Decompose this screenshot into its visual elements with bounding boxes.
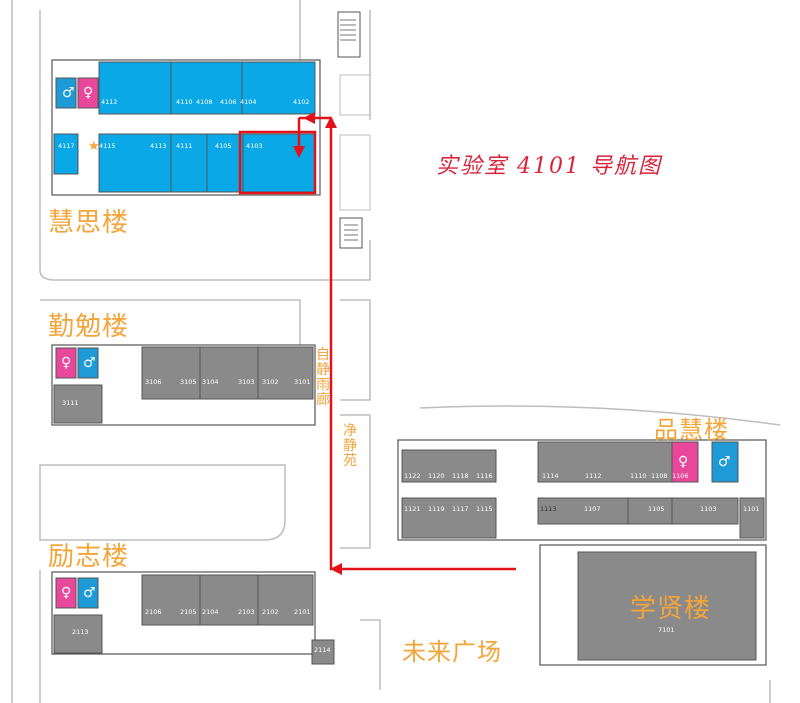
svg-text:4110: 4110 bbox=[176, 98, 193, 106]
female-wc-icon bbox=[77, 77, 99, 109]
svg-text:3102: 3102 bbox=[262, 378, 279, 386]
svg-text:4115: 4115 bbox=[99, 142, 116, 150]
svg-text:1121: 1121 bbox=[404, 505, 421, 513]
building-xuexian bbox=[539, 544, 767, 666]
svg-text:1119: 1119 bbox=[428, 505, 445, 513]
site-outlines bbox=[11, 0, 781, 703]
svg-text:4102: 4102 bbox=[293, 98, 310, 106]
star-icon: ★ bbox=[88, 139, 100, 154]
arrow-left-icon bbox=[303, 112, 315, 124]
svg-text:4106: 4106 bbox=[220, 98, 237, 106]
svg-text:2103: 2103 bbox=[238, 608, 255, 616]
building-label-pinhui: 品慧楼 bbox=[654, 416, 729, 444]
building-huisi: ♂ ♀ ★ bbox=[51, 11, 371, 249]
svg-text:♀: ♀ bbox=[61, 355, 71, 371]
svg-text:3101: 3101 bbox=[294, 378, 311, 386]
female-wc-icon bbox=[55, 577, 77, 609]
svg-text:4113: 4113 bbox=[150, 142, 167, 150]
svg-text:4108: 4108 bbox=[196, 98, 213, 106]
svg-text:4112: 4112 bbox=[101, 98, 118, 106]
building-pinhui: ♀ ♂ bbox=[397, 439, 767, 541]
svg-text:3106: 3106 bbox=[145, 378, 162, 386]
svg-text:1116: 1116 bbox=[476, 472, 493, 480]
room-numbers: 4112 4110 4108 4106 4104 4102 4117 4115 … bbox=[58, 98, 760, 654]
svg-text:1122: 1122 bbox=[404, 472, 421, 480]
svg-text:1103: 1103 bbox=[700, 505, 717, 513]
building-lizhi: ♀ ♂ bbox=[51, 571, 335, 665]
male-wc-icon bbox=[55, 77, 77, 109]
svg-text:2113: 2113 bbox=[72, 628, 89, 636]
svg-text:1117: 1117 bbox=[452, 505, 469, 513]
corridor-label: 自 静 雨 廊 bbox=[316, 347, 330, 408]
building-label-lizhi: 励志楼 bbox=[48, 542, 130, 572]
male-wc-icon bbox=[77, 347, 99, 379]
svg-text:1115: 1115 bbox=[476, 505, 493, 513]
svg-text:1105: 1105 bbox=[648, 505, 665, 513]
map-title: 实验室 4101 导航图 bbox=[436, 154, 662, 179]
svg-text:2102: 2102 bbox=[262, 608, 279, 616]
building-label-qinmian: 勤勉楼 bbox=[48, 312, 130, 342]
svg-text:1101: 1101 bbox=[743, 505, 760, 513]
female-wc-icon bbox=[671, 441, 699, 483]
garden-label: 净 静 苑 bbox=[343, 423, 357, 469]
svg-text:7101: 7101 bbox=[658, 626, 675, 634]
svg-text:2105: 2105 bbox=[180, 608, 197, 616]
svg-text:4105: 4105 bbox=[215, 142, 232, 150]
svg-text:4103: 4103 bbox=[246, 142, 263, 150]
building-label-huisi: 慧思楼 bbox=[48, 208, 130, 238]
building-label-xuexian: 学贤楼 bbox=[630, 594, 712, 624]
svg-text:2114: 2114 bbox=[314, 646, 331, 654]
svg-text:3105: 3105 bbox=[180, 378, 197, 386]
svg-text:4111: 4111 bbox=[176, 142, 193, 150]
svg-text:1108: 1108 bbox=[651, 472, 668, 480]
target-room-highlight bbox=[238, 130, 317, 195]
svg-text:1110: 1110 bbox=[630, 472, 647, 480]
svg-text:1114: 1114 bbox=[542, 472, 559, 480]
female-wc-icon bbox=[55, 347, 77, 379]
svg-text:3103: 3103 bbox=[238, 378, 255, 386]
svg-text:4104: 4104 bbox=[240, 98, 257, 106]
svg-text:1112: 1112 bbox=[585, 472, 602, 480]
svg-text:♀: ♀ bbox=[83, 85, 93, 101]
route-arrowheads bbox=[293, 112, 342, 575]
svg-text:♀: ♀ bbox=[61, 585, 71, 601]
svg-text:3104: 3104 bbox=[202, 378, 219, 386]
svg-text:1106: 1106 bbox=[672, 472, 689, 480]
arrow-up-icon bbox=[325, 116, 337, 128]
svg-text:1113: 1113 bbox=[540, 505, 557, 513]
svg-text:2106: 2106 bbox=[145, 608, 162, 616]
svg-text:♂: ♂ bbox=[83, 355, 96, 371]
svg-text:♂: ♂ bbox=[83, 585, 96, 601]
svg-text:3111: 3111 bbox=[62, 399, 79, 407]
svg-text:4117: 4117 bbox=[58, 142, 75, 150]
svg-text:1120: 1120 bbox=[428, 472, 445, 480]
svg-text:1107: 1107 bbox=[584, 505, 601, 513]
arrow-left-icon bbox=[330, 563, 342, 575]
building-qinmian: ♀ ♂ bbox=[51, 344, 316, 426]
svg-text:2101: 2101 bbox=[294, 608, 311, 616]
male-wc-icon bbox=[77, 577, 99, 609]
svg-text:♀: ♀ bbox=[678, 454, 688, 470]
svg-text:1118: 1118 bbox=[452, 472, 469, 480]
male-wc-icon bbox=[711, 441, 739, 483]
svg-text:2104: 2104 bbox=[202, 608, 219, 616]
svg-text:♂: ♂ bbox=[718, 454, 731, 470]
svg-text:♂: ♂ bbox=[62, 85, 75, 101]
plaza-label: 未来广场 bbox=[402, 638, 502, 666]
arrow-down-icon bbox=[293, 146, 305, 158]
